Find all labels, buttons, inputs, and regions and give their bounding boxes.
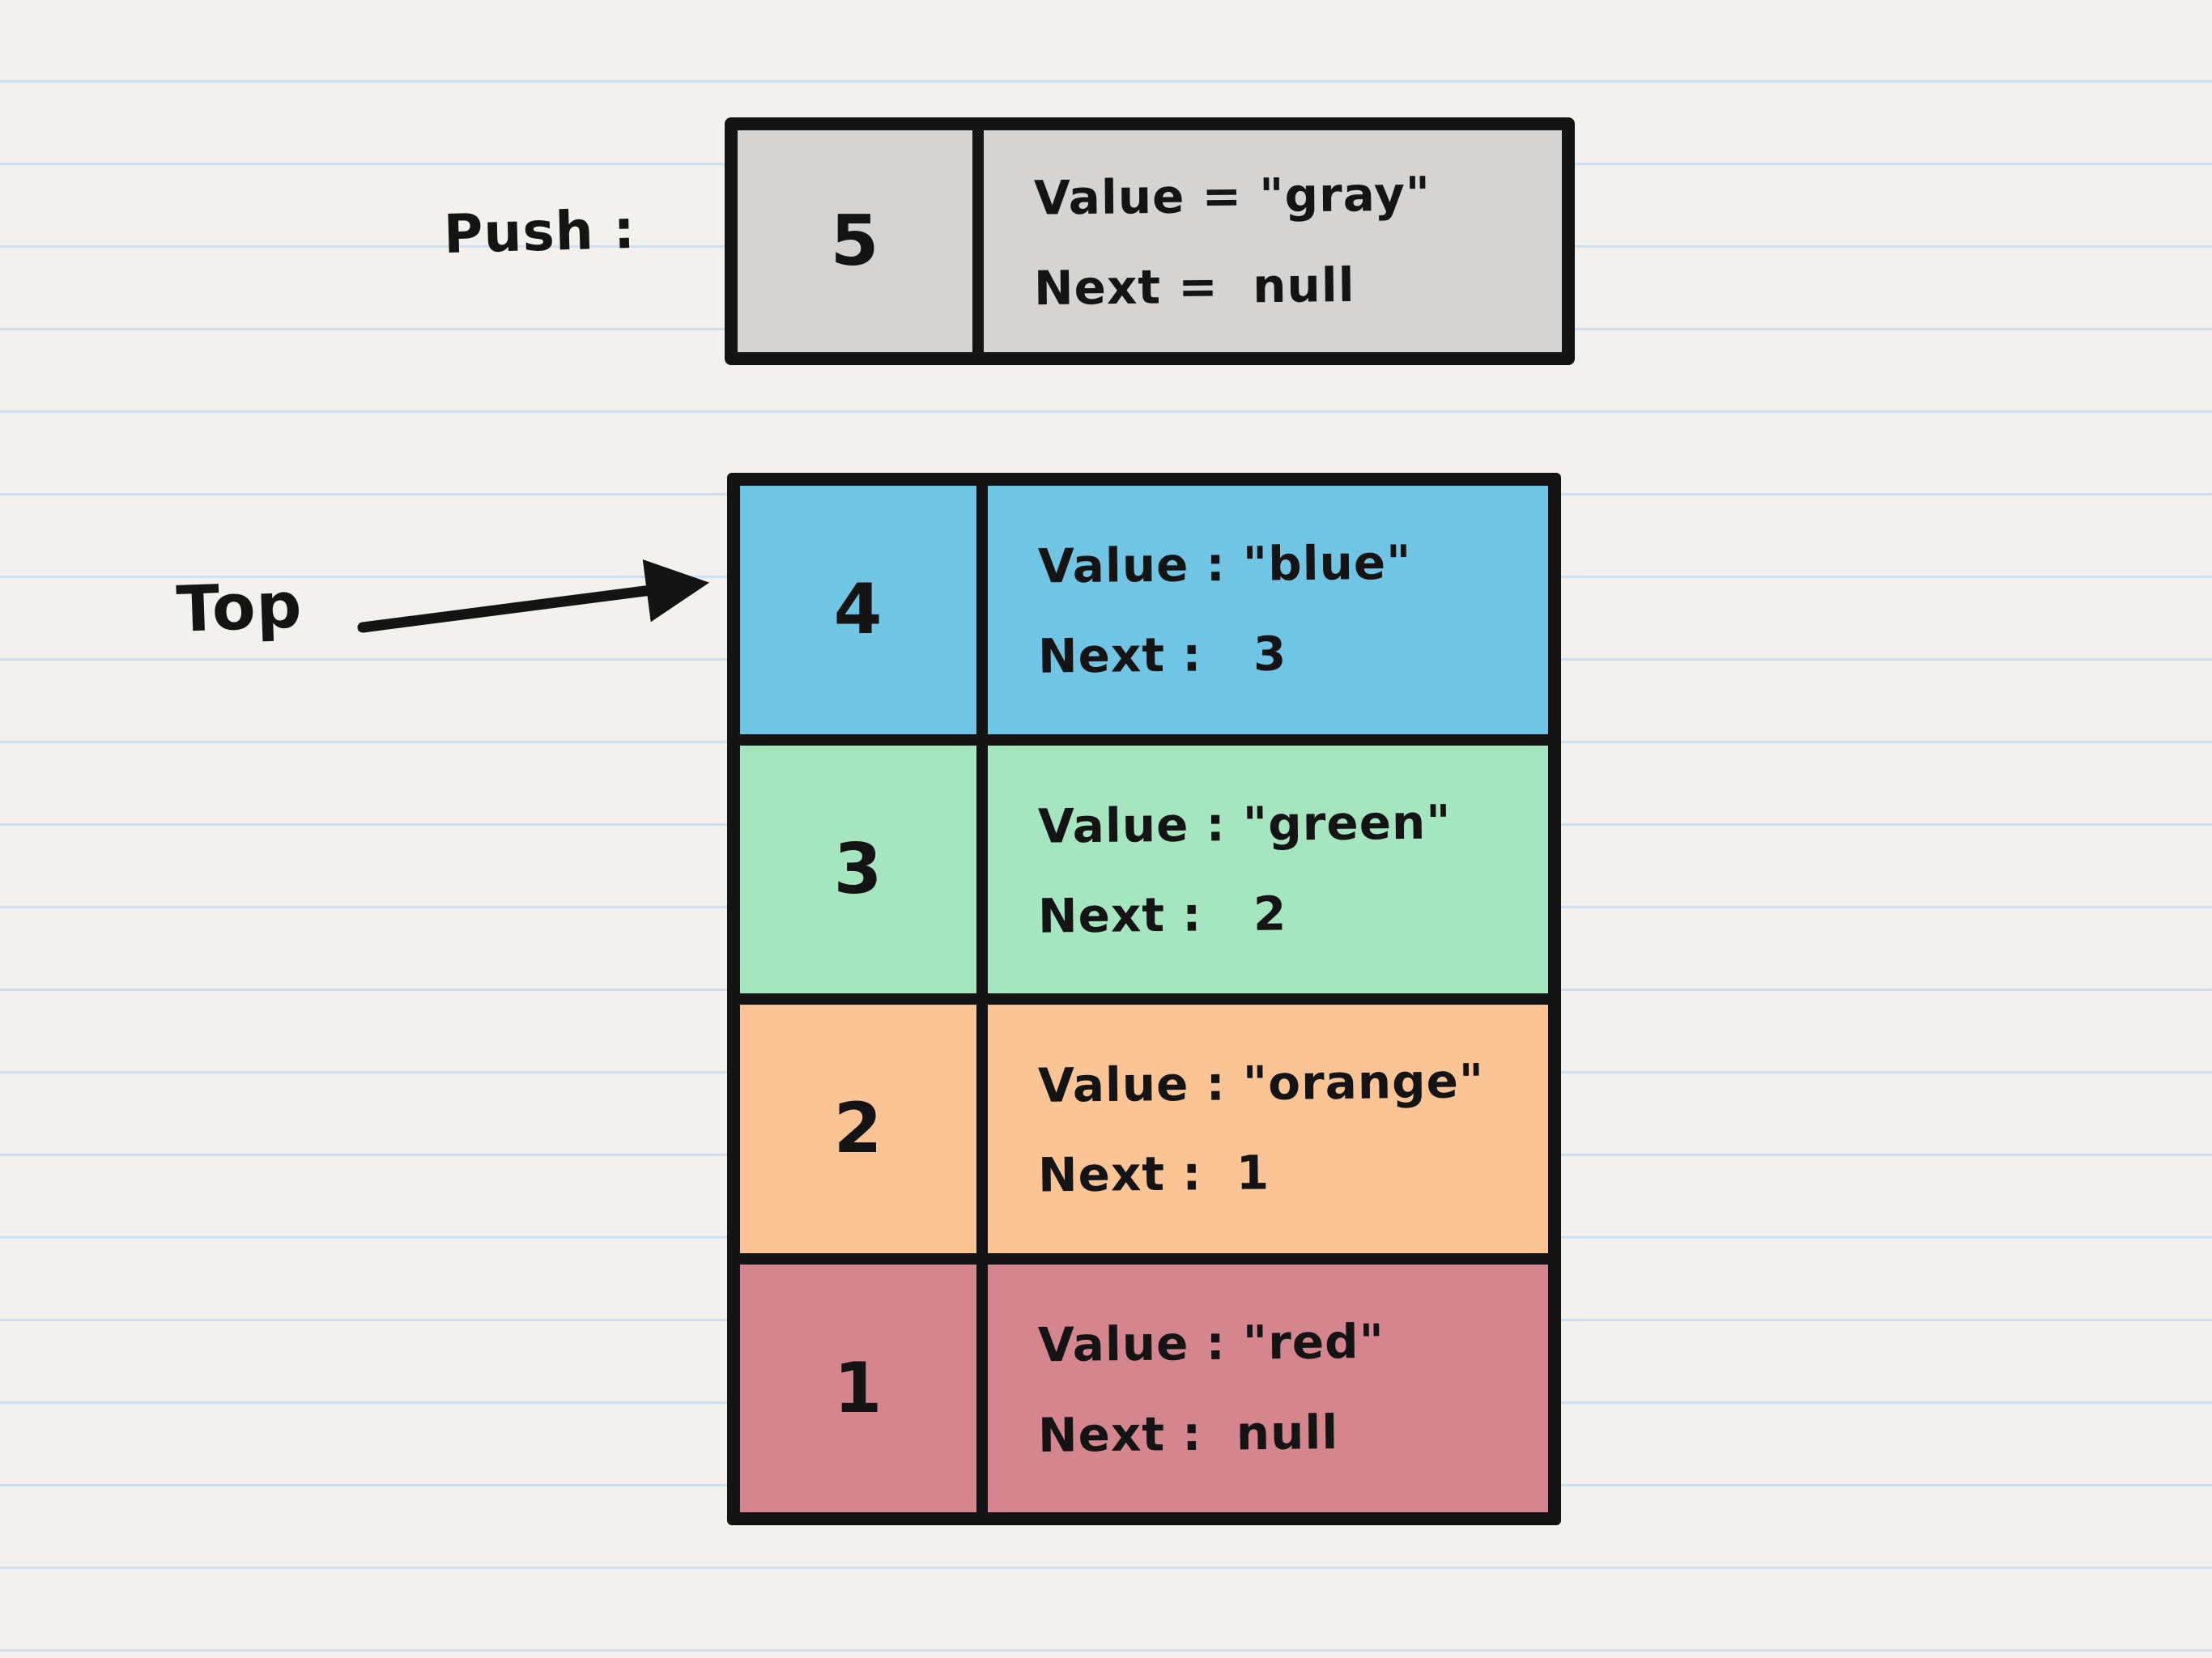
top-label: Top: [175, 569, 304, 647]
stack-node-id: 3: [833, 828, 883, 910]
stack-node-next: Next : null: [1037, 1404, 1339, 1463]
stack-node-4-info-cell: Value : "blue" Next : 3: [988, 486, 1548, 734]
stack-box: 4 Value : "blue" Next : 3 3 Value : "gre…: [727, 473, 1561, 1525]
stack-node-value: Value : "red": [1037, 1313, 1385, 1372]
stack-node-2-info-cell: Value : "orange" Next : 1: [988, 1005, 1548, 1253]
stack-node-1-info-cell: Value : "red" Next : null: [988, 1264, 1548, 1512]
stack-node-id: 1: [833, 1347, 883, 1429]
push-node-value: Value = "gray": [1033, 166, 1431, 226]
stack-node-id: 2: [833, 1088, 883, 1170]
top-arrow-icon: [357, 559, 710, 633]
stack-node-value: Value : "green": [1037, 794, 1452, 854]
stack-node-2-id-cell: 2: [740, 1005, 976, 1253]
push-node-box: 5 Value = "gray" Next = null: [725, 117, 1575, 365]
push-node-next: Next = null: [1033, 257, 1355, 317]
stack-node-4-id-cell: 4: [740, 486, 976, 734]
stack-node-1-id-cell: 1: [740, 1264, 976, 1512]
stack-node-next: Next : 2: [1037, 886, 1287, 944]
push-node-id: 5: [830, 201, 880, 282]
stack-node-value: Value : "orange": [1037, 1053, 1485, 1114]
push-node-id-cell: 5: [738, 130, 972, 352]
stack-node-value: Value : "blue": [1037, 534, 1412, 594]
stack-node-next: Next : 1: [1037, 1145, 1270, 1203]
stack-node-id: 4: [833, 569, 883, 651]
stack-node-3-id-cell: 3: [740, 745, 976, 993]
stack-node-next: Next : 3: [1037, 626, 1287, 684]
push-label: Push :: [443, 198, 636, 266]
stack-node-3-info-cell: Value : "green" Next : 2: [988, 745, 1548, 993]
push-node-info-cell: Value = "gray" Next = null: [984, 130, 1562, 352]
